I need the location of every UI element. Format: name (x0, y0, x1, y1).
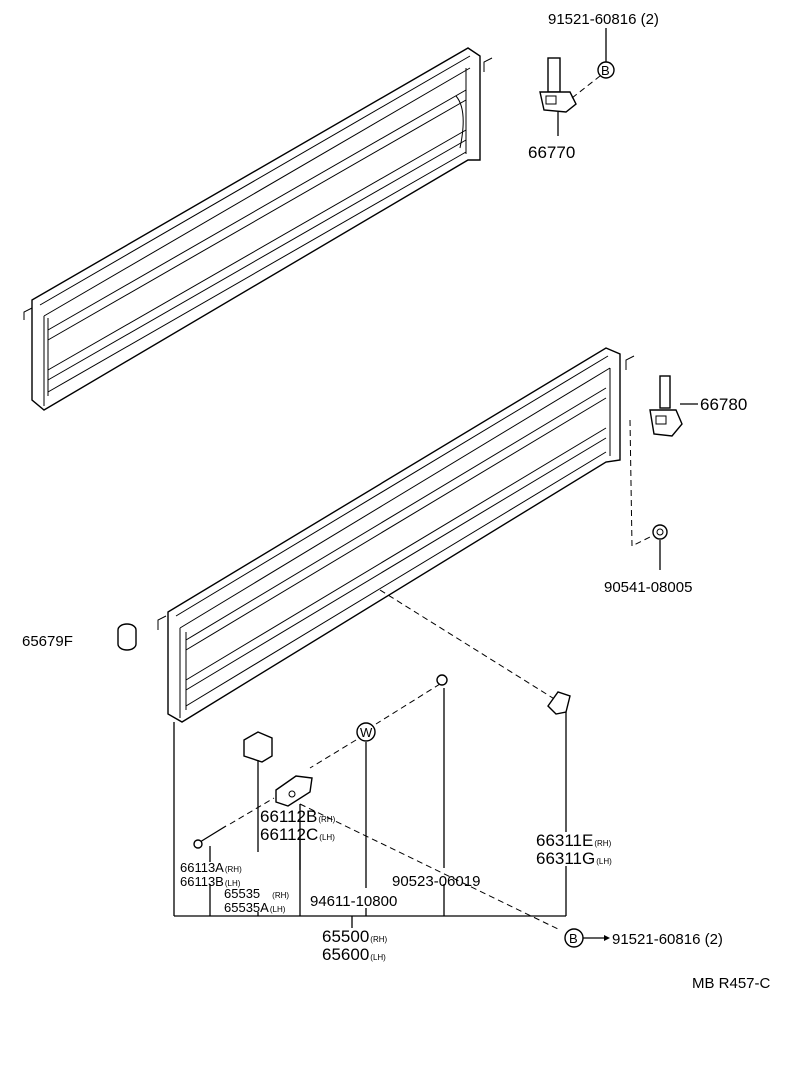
label-66112c: 66112C(LH) (260, 825, 335, 844)
label-65679f: 65679F (22, 633, 73, 650)
label-91521-top: 91521-60816 (2) (548, 11, 659, 28)
svg-text:W: W (360, 725, 373, 740)
lower-side-panel (157, 347, 635, 723)
bracket-66780 (649, 375, 698, 437)
b-marker-top: B (597, 61, 615, 79)
label-66311g: 66311G(LH) (536, 849, 612, 868)
clip-90523 (436, 674, 448, 868)
label-65500: 65500(RH) (322, 927, 388, 946)
bracket-65535 (243, 731, 273, 852)
label-91521-bottom: 91521-60816 (2) (612, 931, 723, 948)
assembly-bracket-lines (173, 722, 567, 928)
label-94611: 94611-10800 (310, 893, 397, 910)
label-66770: 66770 (528, 143, 575, 162)
label-66113b: 66113B(LH) (180, 874, 241, 889)
svg-text:B: B (569, 931, 578, 946)
label-66113a: 66113A(RH) (180, 860, 242, 875)
nut-90541 (652, 524, 668, 570)
cushion-65679f (117, 623, 137, 651)
label-65535: 65535(RH) (224, 886, 289, 901)
label-90523: 90523-06019 (392, 873, 480, 890)
b-marker-bottom: B (564, 928, 610, 948)
bracket-66770 (539, 57, 601, 136)
svg-text:B: B (601, 63, 610, 78)
label-66780: 66780 (700, 395, 747, 414)
label-65600: 65600(LH) (322, 945, 386, 964)
label-65535a: 65535A(LH) (224, 900, 286, 915)
label-66112b: 66112B(RH) (260, 807, 336, 826)
bolt-66113 (193, 797, 275, 862)
reference-code: MB R457-C (692, 975, 771, 992)
label-66311e: 66311E(RH) (536, 831, 612, 850)
hinge-66311 (547, 691, 571, 832)
upper-side-panel (23, 47, 493, 411)
label-90541: 90541-08005 (604, 579, 692, 596)
w-marker: W (356, 722, 376, 888)
